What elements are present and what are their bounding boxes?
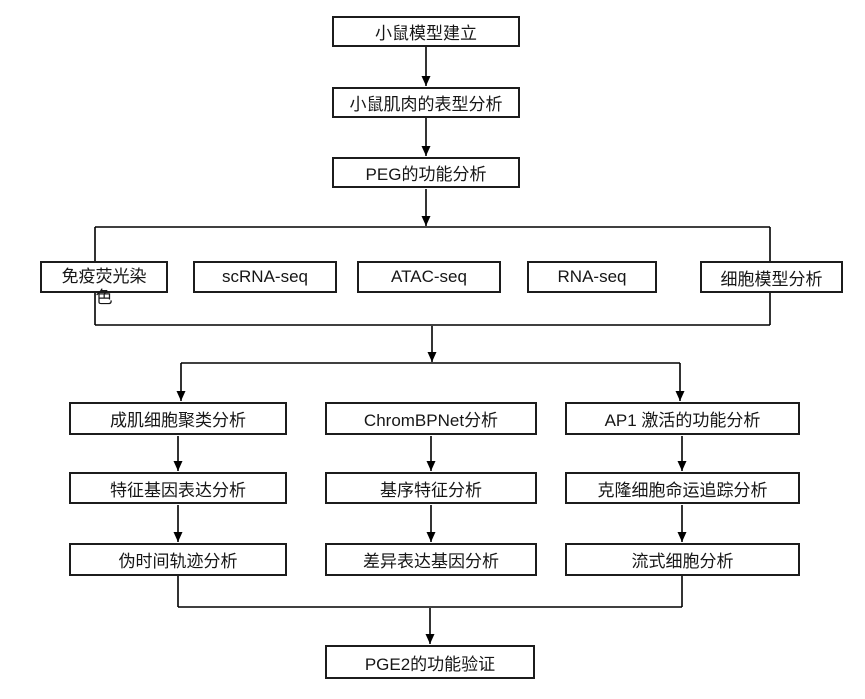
- node-atac-seq: ATAC-seq: [357, 261, 501, 293]
- node-scrna-seq: scRNA-seq: [193, 261, 337, 293]
- node-rna-seq: RNA-seq: [527, 261, 657, 293]
- node-motif-feature-analysis: 基序特征分析: [325, 472, 537, 504]
- node-ap1-activation-functional-analysis: AP1 激活的功能分析: [565, 402, 800, 435]
- node-label: 免疫荧光染色: [61, 267, 147, 307]
- node-chrombpnet-analysis: ChromBPNet分析: [325, 402, 537, 435]
- node-marker-gene-expression-analysis: 特征基因表达分析: [69, 472, 287, 504]
- node-pseudotime-trajectory-analysis: 伪时间轨迹分析: [69, 543, 287, 576]
- node-peg-functional-analysis: PEG的功能分析: [332, 157, 520, 188]
- node-cell-model-analysis: 细胞模型分析: [700, 261, 843, 293]
- node-mouse-muscle-phenotype-analysis: 小鼠肌肉的表型分析: [332, 87, 520, 118]
- node-differential-expression-gene-analysis: 差异表达基因分析: [325, 543, 537, 576]
- node-immunofluorescence-staining: 免疫荧光染色: [40, 261, 168, 307]
- node-flow-cytometry-analysis: 流式细胞分析: [565, 543, 800, 576]
- node-clonal-cell-fate-tracing-analysis: 克隆细胞命运追踪分析: [565, 472, 800, 504]
- node-mouse-model-establishment: 小鼠模型建立: [332, 16, 520, 47]
- node-myoblast-clustering-analysis: 成肌细胞聚类分析: [69, 402, 287, 435]
- node-pge2-functional-validation: PGE2的功能验证: [325, 645, 535, 679]
